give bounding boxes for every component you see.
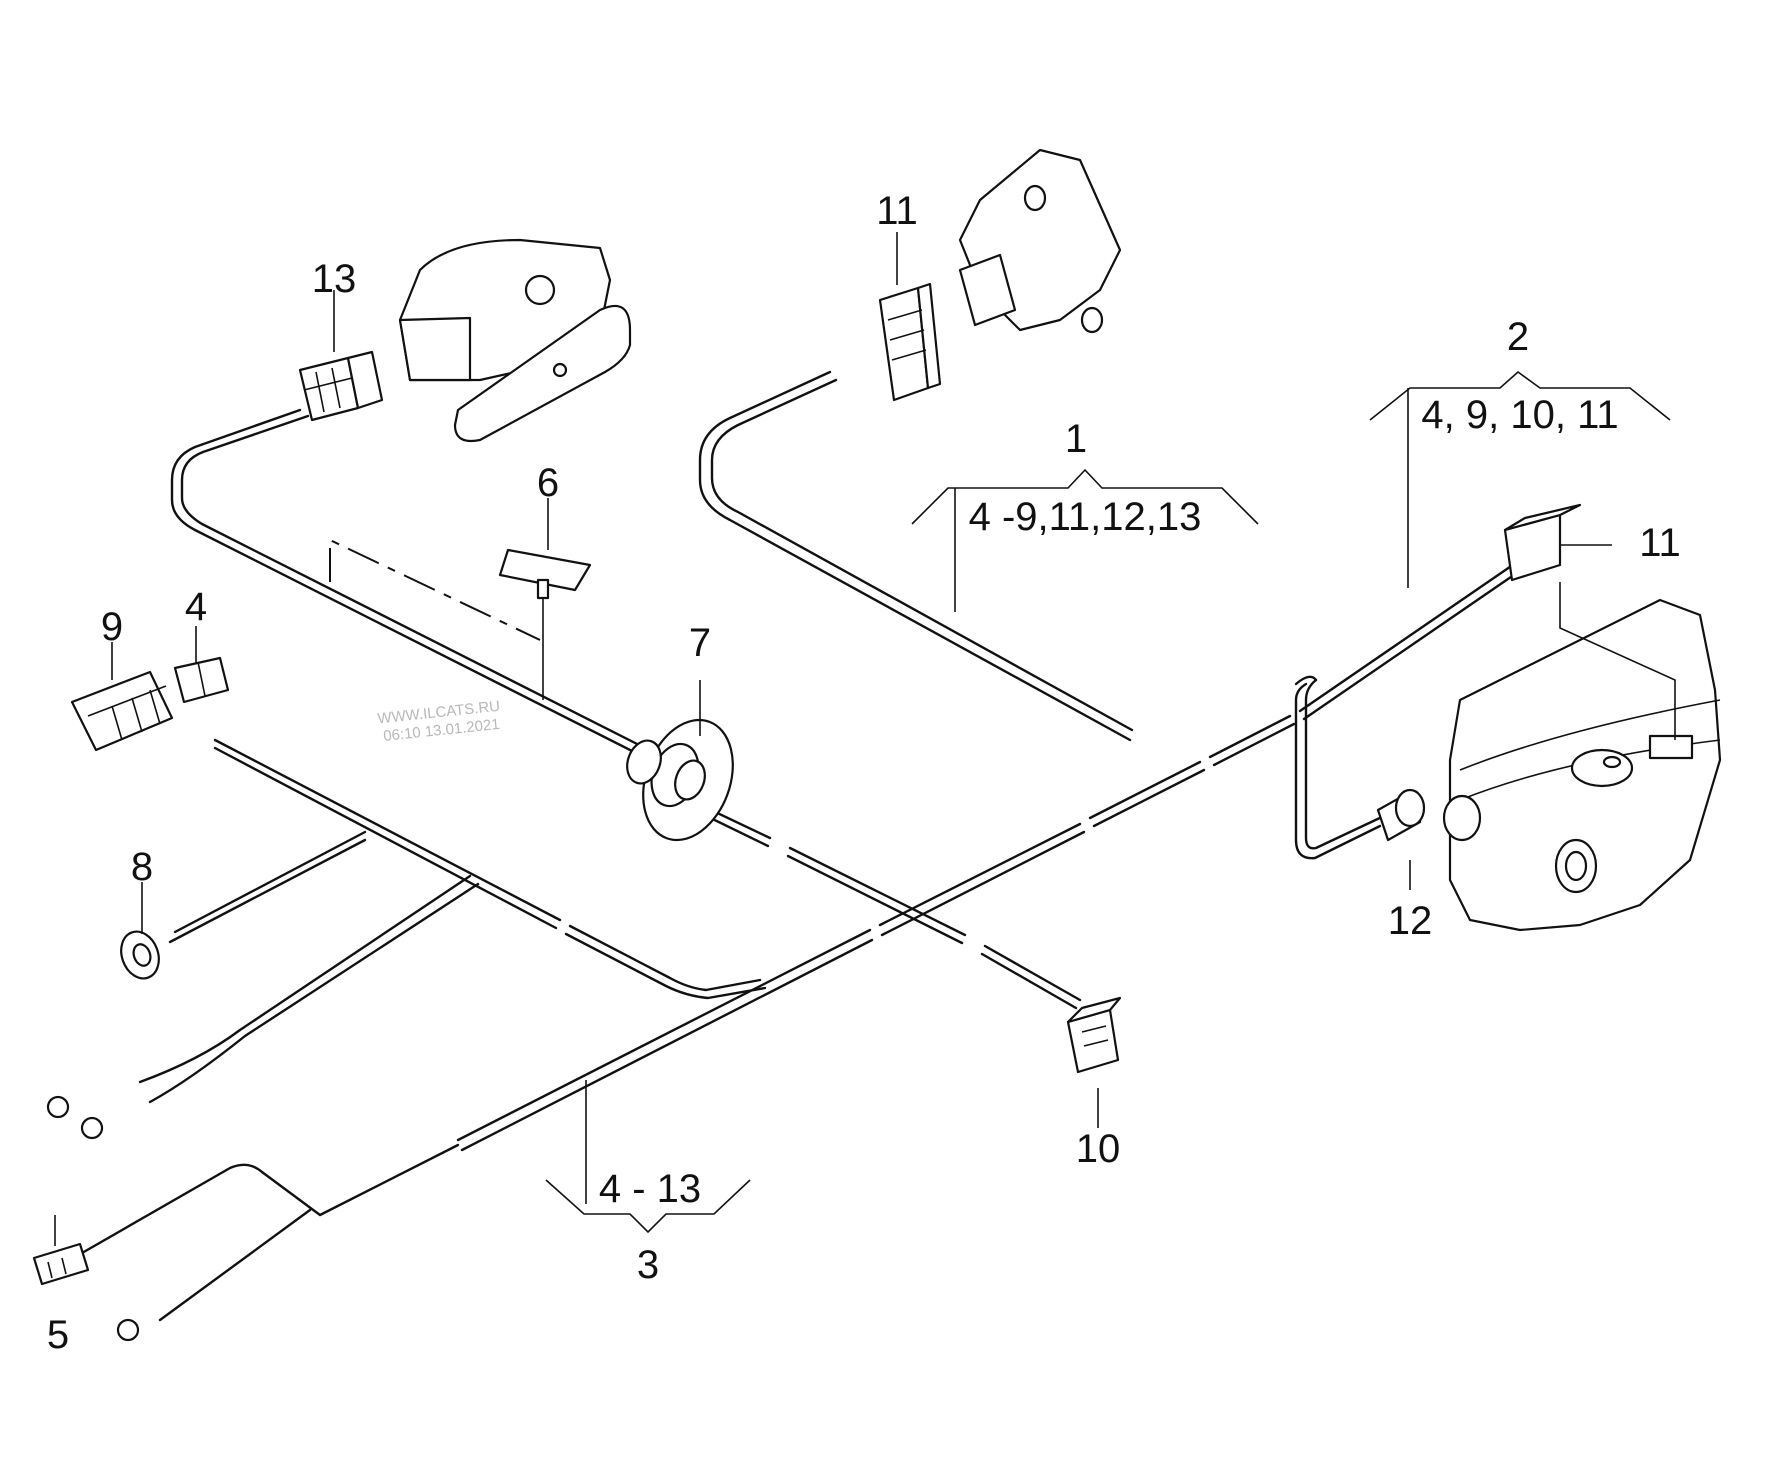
callout-4: 4: [185, 585, 207, 629]
sensor-component: [398, 238, 632, 443]
ring-terminal: [80, 1116, 104, 1140]
callout-12: 12: [1388, 899, 1433, 943]
control-module: [958, 148, 1122, 334]
callout-7: 7: [689, 621, 711, 665]
callout-5: 5: [47, 1313, 69, 1357]
callout-10: 10: [1076, 1127, 1121, 1171]
callout-9: 9: [101, 605, 123, 649]
leader-heater: [1559, 582, 1676, 740]
connector-11-top[interactable]: [878, 282, 942, 402]
watermark: WWW.ILCATS.RU 06:10 13.01.2021: [377, 698, 501, 745]
callout-1: 1: [1065, 417, 1087, 461]
callout-3: 3: [637, 1243, 659, 1287]
connector-5[interactable]: [32, 1242, 90, 1286]
group-range-2: 4, 9, 10, 11: [1421, 393, 1618, 437]
callout-6: 6: [537, 461, 559, 505]
callout-leaders: [54, 232, 1671, 1246]
connector-13[interactable]: [298, 350, 384, 422]
connector-4[interactable]: [173, 656, 230, 704]
connector-9[interactable]: [70, 670, 174, 752]
harness-wires: [80, 370, 1526, 1322]
callout-13: 13: [312, 257, 357, 301]
group-range-3: 4 - 13: [599, 1167, 701, 1211]
heater-unit: [1442, 598, 1722, 932]
dashed-leader: [329, 538, 541, 641]
callout-11-top: 11: [876, 189, 918, 233]
callout-11-right: 11: [1639, 521, 1681, 565]
callout-numbers: 1 2 3 4 5 6 7 8 9 10 11 11 12 13 4 -9,11…: [47, 189, 1681, 1357]
ring-terminal: [116, 1318, 140, 1342]
callout-2: 2: [1507, 315, 1529, 359]
clip-part-6[interactable]: [498, 548, 592, 700]
grommet-part-7[interactable]: [621, 707, 748, 852]
connector-8[interactable]: [115, 926, 165, 983]
callout-8: 8: [131, 845, 153, 889]
connector-10[interactable]: [1066, 996, 1122, 1074]
connector-11-right[interactable]: [1503, 503, 1582, 582]
sensor-part-12[interactable]: [1376, 788, 1426, 842]
ring-terminal: [46, 1095, 70, 1119]
group-range-1: 4 -9,11,12,13: [969, 495, 1202, 539]
